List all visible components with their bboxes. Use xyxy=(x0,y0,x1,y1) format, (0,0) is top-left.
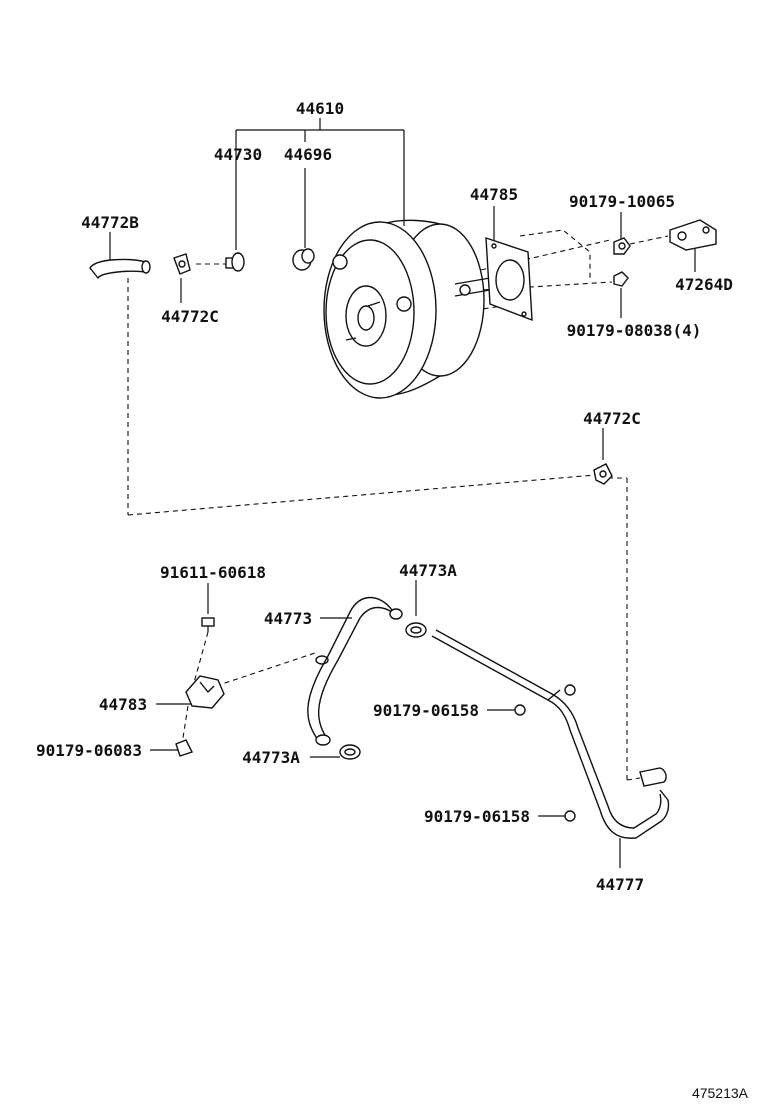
gasket-icon xyxy=(485,237,533,322)
hose-44772b-icon xyxy=(89,258,151,280)
label-90179-10065: 90179-10065 xyxy=(569,192,675,211)
part-labels: 44610 44730 44696 44785 90179-10065 4477… xyxy=(36,99,749,1101)
label-44773a-top: 44773A xyxy=(399,561,457,580)
leader-lines xyxy=(109,118,696,868)
screw-icon xyxy=(201,617,215,632)
hose-44773-icon xyxy=(307,596,403,746)
brake-booster-icon xyxy=(323,219,491,399)
label-44777: 44777 xyxy=(596,875,644,894)
grommet-icon xyxy=(292,248,315,271)
clip-small-icon xyxy=(175,739,193,757)
label-44773: 44773 xyxy=(264,609,312,628)
clamp-top-icon xyxy=(405,622,427,638)
bracket-icon xyxy=(185,675,225,709)
label-90179-06158-a: 90179-06158 xyxy=(373,701,479,720)
label-44772c-mid: 44772C xyxy=(583,409,641,428)
nut-small-icon xyxy=(613,271,629,287)
label-90179-08038: 90179-08038(4) xyxy=(567,321,702,340)
label-91611-60618: 91611-60618 xyxy=(160,563,266,582)
clip-mid-icon xyxy=(593,463,613,485)
label-44772c-top: 44772C xyxy=(161,307,219,326)
vacuum-pipe-icon xyxy=(431,629,670,839)
label-90179-06158-b: 90179-06158 xyxy=(424,807,530,826)
label-44772b: 44772B xyxy=(81,213,139,232)
label-44730: 44730 xyxy=(214,145,262,164)
label-44783: 44783 xyxy=(99,695,147,714)
label-44773a-bottom: 44773A xyxy=(242,748,300,767)
label-90179-06083: 90179-06083 xyxy=(36,741,142,760)
clevis-icon xyxy=(669,219,717,251)
label-47264d: 47264D xyxy=(675,275,733,294)
nut-icon xyxy=(613,237,631,255)
clip-icon xyxy=(173,253,191,275)
figure-code: 475213A xyxy=(692,1085,749,1101)
check-valve-icon xyxy=(225,252,245,272)
label-44696: 44696 xyxy=(284,145,332,164)
clamp-bottom-icon xyxy=(339,744,361,760)
label-44785: 44785 xyxy=(470,185,518,204)
label-44610: 44610 xyxy=(296,99,344,118)
